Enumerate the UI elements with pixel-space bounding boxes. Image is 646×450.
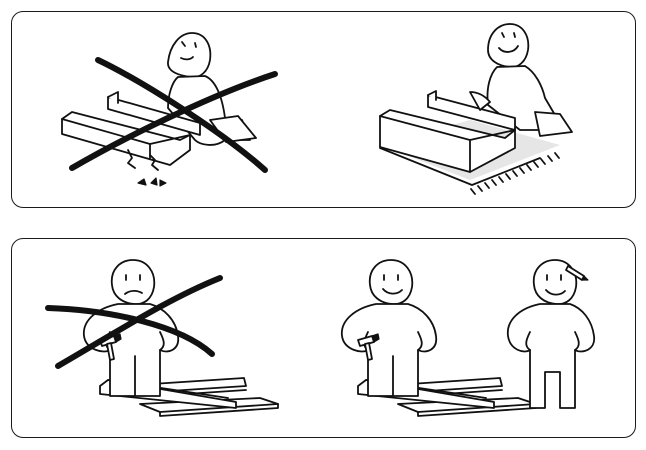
scene-assemble-with-helper <box>341 259 595 417</box>
scene-assemble-on-hard-floor <box>61 32 278 187</box>
damage-crack-icon <box>127 149 167 187</box>
hammer-icon <box>357 333 380 361</box>
person-happy-icon <box>341 259 438 397</box>
person-kneeling-icon <box>486 23 573 137</box>
helper-person-icon <box>507 259 595 409</box>
cross-out-icon <box>45 275 223 369</box>
cross-out-icon <box>69 57 278 173</box>
pencil-icon <box>565 265 589 281</box>
scene-assemble-on-rug <box>379 23 573 195</box>
furniture-frame-icon <box>379 90 516 173</box>
scene-assemble-alone <box>45 259 279 417</box>
